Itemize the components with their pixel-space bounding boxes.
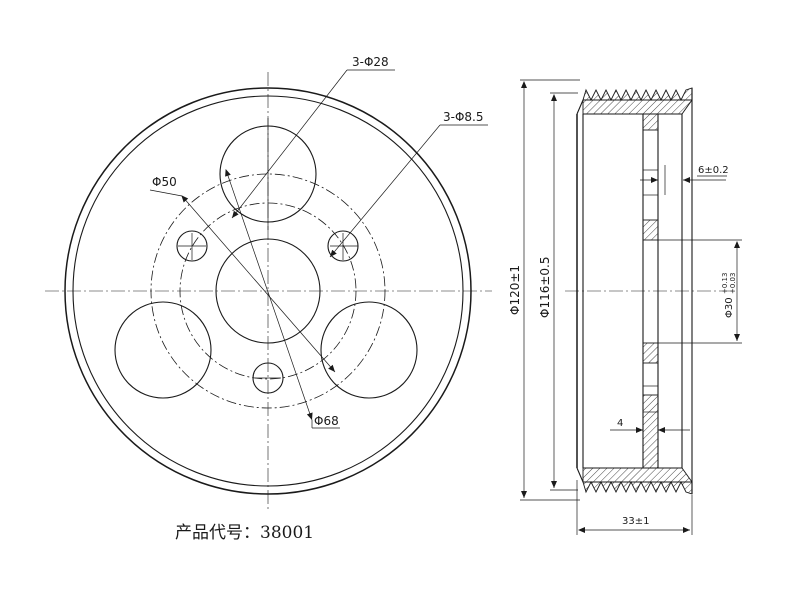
groove-teeth-top	[582, 87, 693, 115]
dim-4-text: 4	[617, 418, 623, 429]
dim-50-underline	[149, 189, 183, 197]
dim-50-line	[181, 195, 336, 373]
dim-8-5-text: 3-Φ8.5	[443, 110, 484, 124]
dim-30-tol-lower: +0.03	[729, 273, 737, 294]
inner-rim-circle	[72, 95, 464, 487]
large-hole-left	[114, 301, 212, 399]
web-lower-mid-segment	[642, 342, 659, 364]
dim-30-tol-upper: +0.13	[721, 273, 729, 294]
groove-teeth-bottom	[582, 467, 693, 495]
dim-30-text: Φ30	[724, 297, 735, 318]
dim-6-text: 6±0.2	[698, 165, 729, 176]
web-bottom-segment	[642, 394, 659, 469]
dim-50-text: Φ50	[152, 175, 177, 189]
web-upper-mid-segment	[642, 219, 659, 241]
dim-28-text: 3-Φ28	[352, 55, 389, 69]
dim-28-leader	[231, 69, 348, 219]
front-view: 3-Φ28 3-Φ8.5 Φ50 Φ68	[45, 55, 492, 512]
product-code-value: 38001	[260, 523, 315, 543]
outer-rim-circle	[64, 87, 472, 495]
dim-30-label: Φ30 +0.13 +0.03	[721, 273, 737, 318]
dim-120-text: Φ120±1	[508, 265, 522, 315]
product-code-label: 产品代号：38001	[175, 518, 314, 543]
dim-33-text: 33±1	[622, 516, 649, 527]
dim-68-line	[225, 169, 313, 421]
dim-116-text: Φ116±0.5	[538, 257, 552, 319]
web-top-segment	[642, 113, 659, 131]
dim-68-text: Φ68	[314, 414, 339, 428]
product-code-prefix: 产品代号：	[175, 523, 260, 543]
side-section-view: Φ120±1 Φ116±0.5	[508, 79, 742, 535]
dim-8-5-leader	[329, 124, 441, 258]
